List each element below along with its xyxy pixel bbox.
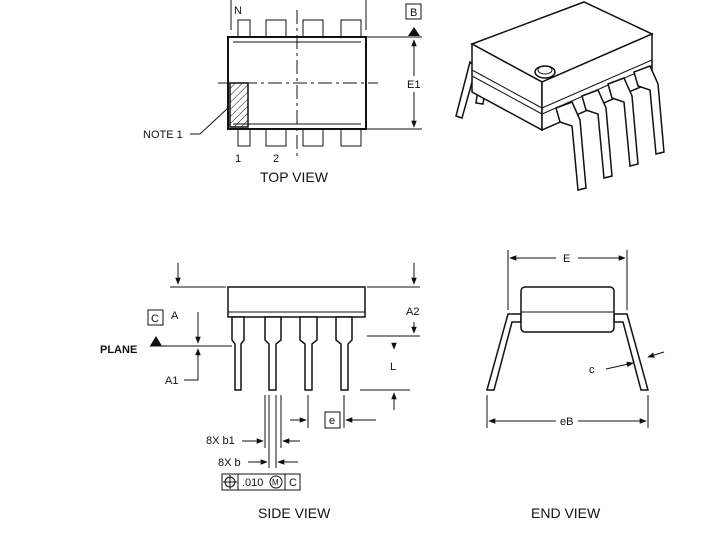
end-view-title: END VIEW	[531, 505, 601, 521]
top-view: NOTE 1 N 1 2 B E1 TOP VIEW	[143, 0, 422, 185]
dim-a-label: A	[171, 310, 179, 322]
dim-b1-label: 8X b1	[206, 435, 235, 447]
end-view-body	[520, 286, 615, 333]
dim-c-label: c	[589, 364, 595, 376]
end-view: E c eB END VIEW	[486, 250, 665, 521]
pin-1-label: 1	[235, 153, 241, 165]
end-view-lead-right	[613, 313, 649, 391]
pin-n-label: N	[234, 5, 242, 17]
dim-l-label: L	[390, 361, 396, 373]
dim-e-label: e	[329, 415, 335, 427]
top-pins-lower	[237, 129, 362, 147]
tolerance-datum: C	[289, 477, 297, 489]
datum-b-box	[405, 3, 422, 20]
dim-a1-label: A1	[165, 375, 178, 387]
dim-e-box	[324, 411, 341, 429]
end-view-lead-left	[486, 313, 522, 391]
tolerance-value: .010	[242, 477, 263, 489]
datum-c-label: C	[151, 313, 159, 325]
note-1-label: NOTE 1	[143, 129, 183, 141]
tolerance-frame: .010 M C	[221, 473, 301, 491]
dim-e1-label: E1	[407, 79, 420, 91]
dim-b-label: 8X b	[218, 457, 241, 469]
mmc-icon	[269, 475, 283, 489]
tolerance-modifier: M	[272, 478, 279, 487]
side-view-title: SIDE VIEW	[258, 505, 331, 521]
pin1-index-area	[229, 82, 249, 128]
datum-b-label: B	[410, 7, 417, 19]
dim-eb-label: eB	[560, 416, 573, 428]
top-pins-upper	[230, 0, 367, 37]
plane-label: PLANE	[100, 344, 137, 356]
pin1-dimple	[534, 65, 556, 79]
datum-c-box	[147, 309, 164, 326]
dim-a2-label: A2	[406, 306, 419, 318]
isometric-view	[455, 1, 665, 191]
side-view: C PLANE A A1 A2 L e 8X b1	[100, 263, 420, 521]
dim-e-width-label: E	[563, 253, 570, 265]
top-view-title: TOP VIEW	[260, 169, 329, 185]
pin-2-label: 2	[273, 153, 279, 165]
side-view-pins	[231, 316, 353, 391]
